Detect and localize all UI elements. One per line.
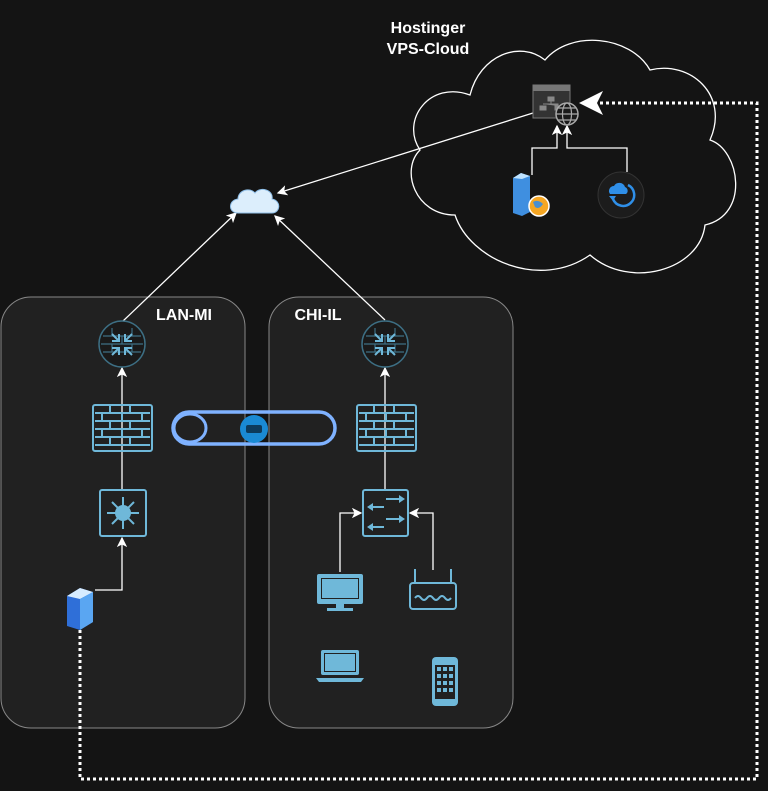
link-server-to-l3switch bbox=[95, 536, 128, 591]
mobile-phone-icon bbox=[432, 657, 458, 706]
firewall-icon-chi-il bbox=[356, 404, 417, 452]
site-label-lan-mi: LAN-MI bbox=[156, 307, 212, 324]
site-label-chi-il: CHI-IL bbox=[294, 307, 341, 324]
web-server-icon bbox=[513, 173, 550, 217]
link-lan-router-to-internet bbox=[121, 212, 237, 323]
link-dotted-server-to-cloud bbox=[78, 91, 759, 781]
link-wifi-to-switch bbox=[408, 507, 434, 570]
firewall-icon-lan-mi bbox=[92, 404, 153, 452]
cloud-title-line1: Hostinger bbox=[391, 20, 466, 37]
connectors bbox=[78, 91, 759, 781]
layer3-switch-icon bbox=[99, 489, 147, 537]
link-webserver-to-waf bbox=[531, 124, 563, 175]
wireless-router-icon bbox=[409, 569, 457, 610]
server-icon bbox=[67, 588, 93, 630]
site-chi-il-container bbox=[268, 296, 514, 729]
desktop-icon bbox=[317, 574, 363, 611]
switch-icon bbox=[362, 489, 409, 537]
internet-cloud-icon bbox=[230, 188, 280, 214]
globe-icon bbox=[555, 102, 579, 126]
laptop-icon bbox=[316, 650, 364, 682]
router-icon-lan-mi bbox=[98, 320, 146, 368]
router-icon-chi-il bbox=[361, 320, 409, 368]
link-desktop-to-switch bbox=[339, 507, 363, 572]
azure-backup-icon bbox=[597, 171, 645, 219]
cloud-title-line2: VPS-Cloud bbox=[387, 41, 470, 58]
vpn-gateway-icon bbox=[171, 410, 337, 446]
hostinger-cloud-region: Hostinger VPS-Cloud bbox=[387, 20, 737, 274]
link-chi-router-to-internet bbox=[274, 215, 386, 321]
cloud-boundary bbox=[410, 39, 737, 274]
web-application-firewall-icon bbox=[532, 84, 571, 119]
link-waf-to-internet bbox=[276, 112, 534, 196]
link-backup-to-waf bbox=[561, 124, 628, 172]
